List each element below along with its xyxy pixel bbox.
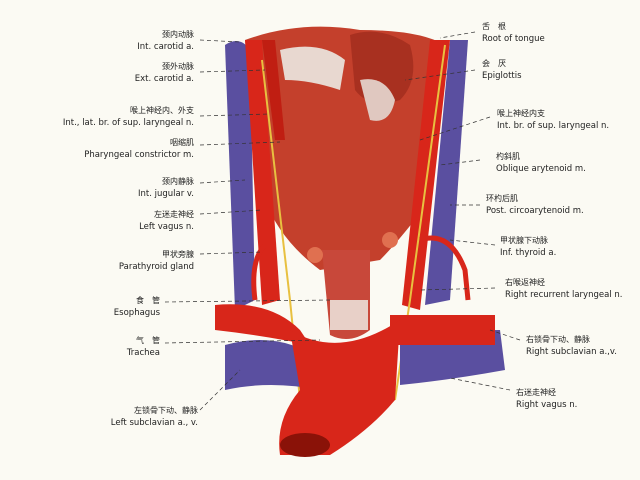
label-en: Int. br. of sup. laryngeal n. <box>497 121 610 131</box>
label-zh: 左迷走神经 <box>154 210 194 219</box>
label-esophagus: 食 管 Esophagus <box>114 294 160 320</box>
label-en: Trachea <box>126 348 160 358</box>
label-zh: 右锁骨下动、静脉 <box>526 335 590 344</box>
left-internal-jugular-vein <box>225 41 255 310</box>
label-en: Ext. carotid a. <box>134 74 194 84</box>
label-en: Int., lat. br. of sup. laryngeal n. <box>62 118 194 128</box>
right-common-carotid <box>402 40 450 310</box>
label-en: Right recurrent laryngeal n. <box>505 290 623 300</box>
label-right-recurrent-laryngeal: 右喉返神经 Right recurrent laryngeal n. <box>505 276 622 302</box>
label-int-sup-laryngeal: 喉上神经内支 Int. br. of sup. laryngeal n. <box>497 107 609 133</box>
label-en: Parathyroid gland <box>118 262 194 272</box>
label-en: Pharyngeal constrictor m. <box>84 150 194 160</box>
label-post-circoarytenoid: 环杓后肌 Post. circoarytenoid m. <box>486 192 584 218</box>
label-zh: 甲状旁腺 <box>162 250 194 259</box>
label-root-of-tongue: 舌 根 Root of tongue <box>482 20 545 46</box>
label-zh: 甲状腺下动脉 <box>500 236 548 245</box>
label-int-jugular-vein: 颈内静脉 Int. jugular v. <box>138 175 194 201</box>
label-en: Inf. thyroid a. <box>500 248 557 258</box>
label-zh: 环杓后肌 <box>486 194 518 203</box>
aortic-arch <box>279 320 400 455</box>
label-zh: 会 厌 <box>482 59 506 68</box>
label-pharyngeal-constrictor: 咽缩肌 Pharyngeal constrictor m. <box>84 136 194 162</box>
label-en: Epiglottis <box>482 71 522 81</box>
label-sup-laryngeal-branches: 喉上神经内、外支 Int., lat. br. of sup. laryngeal… <box>63 104 194 130</box>
label-en: Root of tongue <box>482 34 545 44</box>
label-zh: 颈外动脉 <box>162 62 194 71</box>
label-zh: 喉上神经内支 <box>497 109 545 118</box>
label-trachea: 气 管 Trachea <box>127 334 160 360</box>
label-zh: 食 管 <box>136 296 160 305</box>
label-en: Esophagus <box>113 308 160 318</box>
label-right-subclavian: 右锁骨下动、静脉 Right subclavian a.,v. <box>526 333 617 359</box>
label-right-vagus: 右迷走神经 Right vagus n. <box>516 386 577 412</box>
left-subclavian-artery <box>215 304 310 345</box>
label-en: Left subclavian a., v. <box>110 418 198 428</box>
label-en: Left vagus n. <box>139 222 194 232</box>
label-en: Right subclavian a.,v. <box>526 347 617 357</box>
label-en: Oblique arytenoid m. <box>496 164 586 174</box>
leader-lines <box>164 31 521 411</box>
label-epiglottis: 会 厌 Epiglottis <box>482 57 522 83</box>
label-zh: 右迷走神经 <box>516 388 556 397</box>
label-ext-carotid-artery: 颈外动脉 Ext. carotid a. <box>135 60 194 86</box>
label-zh: 舌 根 <box>482 22 506 31</box>
label-parathyroid: 甲状旁腺 Parathyroid gland <box>119 248 194 274</box>
label-zh: 颈内静脉 <box>162 177 194 186</box>
parathyroid-gland <box>307 247 323 263</box>
label-zh: 右喉返神经 <box>505 278 545 287</box>
label-zh: 气 管 <box>136 336 160 345</box>
inf-thyroid-artery <box>419 235 471 301</box>
label-zh: 颈内动脉 <box>162 30 194 39</box>
label-int-carotid-artery: 颈内动脉 Int. carotid a. <box>137 28 194 54</box>
label-zh: 喉上神经内、外支 <box>130 106 194 115</box>
label-en: Post. circoarytenoid m. <box>486 206 584 216</box>
label-en: Int. jugular v. <box>137 189 194 199</box>
label-oblique-arytenoid: 杓斜肌 Oblique arytenoid m. <box>496 150 586 176</box>
label-en: Int. carotid a. <box>137 42 194 52</box>
epiglottis <box>360 79 395 121</box>
label-zh: 咽缩肌 <box>170 138 194 147</box>
left-common-carotid <box>245 40 280 305</box>
label-left-vagus: 左迷走神经 Left vagus n. <box>139 208 194 234</box>
label-zh: 左锁骨下动、静脉 <box>134 406 198 415</box>
label-left-subclavian: 左锁骨下动、静脉 Left subclavian a., v. <box>111 404 198 430</box>
label-en: Right vagus n. <box>516 400 578 410</box>
right-subclavian-artery <box>390 315 495 345</box>
label-inf-thyroid-artery: 甲状腺下动脉 Inf. thyroid a. <box>500 234 556 260</box>
label-zh: 杓斜肌 <box>496 152 520 161</box>
